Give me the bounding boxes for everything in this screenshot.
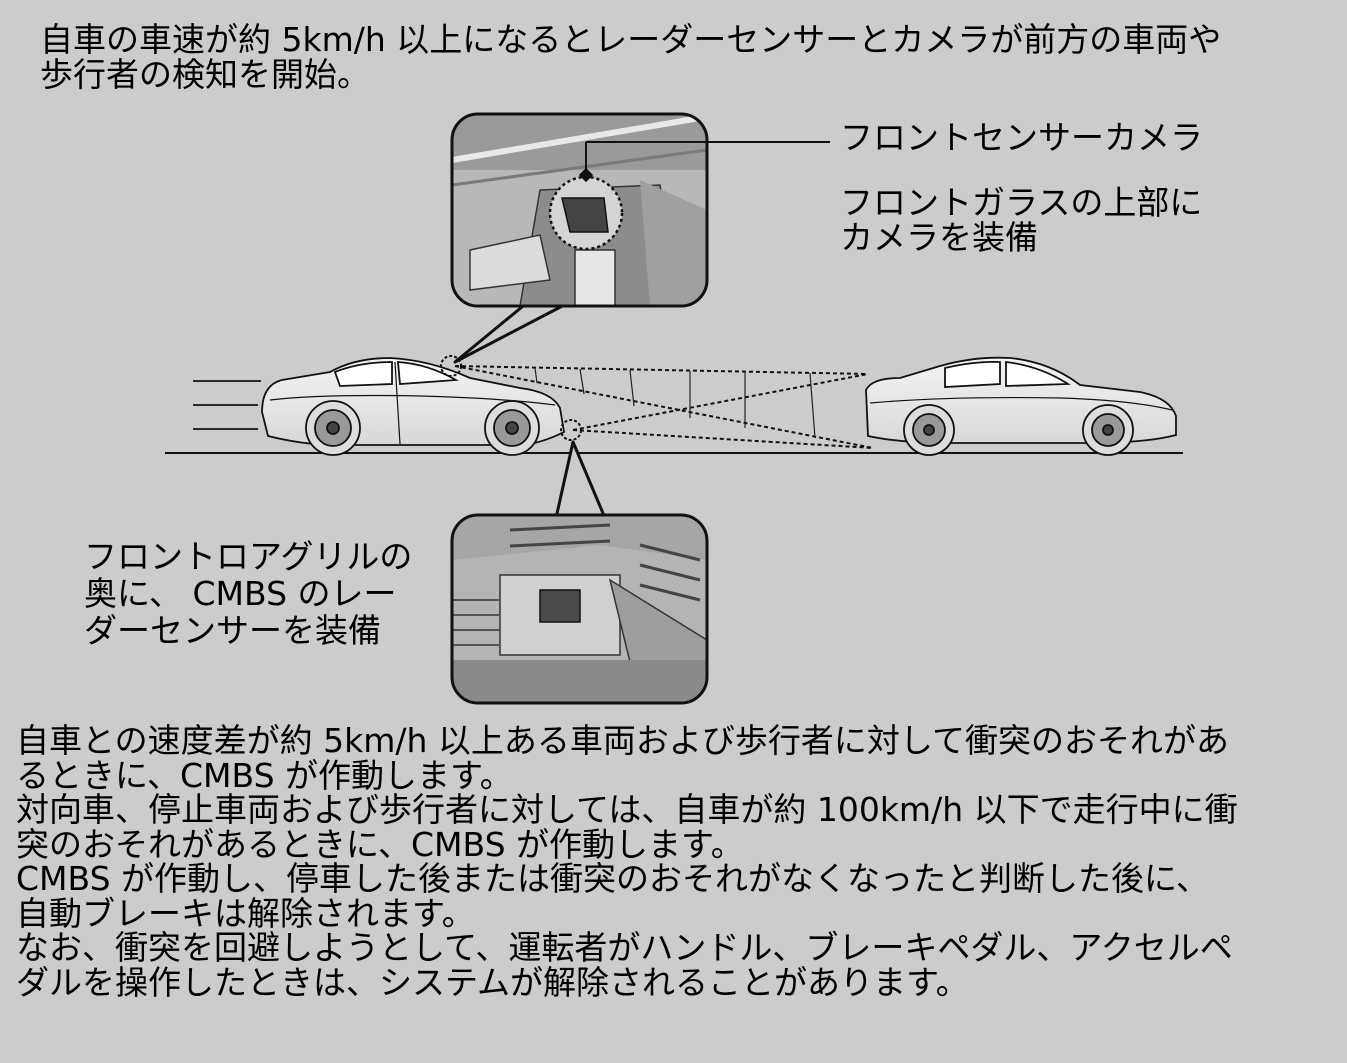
own-car — [261, 357, 565, 456]
radar-desc-line-3: ダーセンサーを装備 — [84, 611, 381, 650]
detection-zone — [454, 365, 874, 449]
camera-description: フロントガラスの上部に カメラを装備 — [840, 185, 1202, 255]
camera-label: フロントセンサーカメラ — [840, 118, 1203, 157]
camera-sensor-icon — [561, 197, 609, 233]
body-line: るときに、CMBS が作動します。 — [16, 755, 513, 795]
camera-location-marker — [440, 355, 462, 377]
radar-desc-line-2: 奥に、 CMBS のレー — [84, 574, 397, 613]
body-text: 自車との速度差が約 5km/h 以上ある車両および歩行者に対して衝突のおそれがあ… — [16, 721, 1238, 1002]
body-line: 対向車、停止車両および歩行者に対しては、自車が約 100km/h 以下で走行中に… — [16, 790, 1238, 829]
intro-text: 自車の車速が約 5km/h 以上になるとレーダーセンサーとカメラが前方の車両や … — [40, 22, 1221, 92]
camera-callout-pointer — [453, 300, 572, 364]
intro-line-2: 歩行者の検知を開始。 — [40, 55, 370, 94]
body-line: 自動ブレーキは解除されます。 — [16, 893, 475, 933]
target-car — [865, 356, 1177, 456]
body-line: CMBS が作動し、停車した後または衝突のおそれがなくなったと判断した後に、 — [16, 859, 1210, 898]
radar-location-marker — [560, 419, 582, 441]
body-line: ダルを操作したときは、システムが解除されることがあります。 — [16, 962, 969, 1002]
radar-desc-line-1: フロントロアグリルの — [84, 537, 413, 576]
body-line: 突のおそれがあるときに、CMBS が作動します。 — [16, 824, 744, 864]
speed-lines — [193, 380, 261, 430]
camera-inset — [450, 112, 709, 308]
radar-description: フロントロアグリルの 奥に、 CMBS のレー ダーセンサーを装備 — [84, 538, 412, 649]
radar-inset — [450, 513, 709, 705]
body-line: 自車との速度差が約 5km/h 以上ある車両および歩行者に対して衝突のおそれがあ — [16, 721, 1229, 760]
camera-desc-line-1: フロントガラスの上部に — [840, 183, 1203, 222]
intro-line-1: 自車の車速が約 5km/h 以上になるとレーダーセンサーとカメラが前方の車両や — [40, 20, 1222, 59]
camera-desc-line-2: カメラを装備 — [840, 218, 1038, 257]
body-line: なお、衝突を回避しようとして、運転者がハンドル、ブレーキペダル、アクセルペ — [16, 928, 1233, 967]
radar-sensor-icon — [539, 589, 581, 623]
zone-divisions — [534, 367, 816, 439]
